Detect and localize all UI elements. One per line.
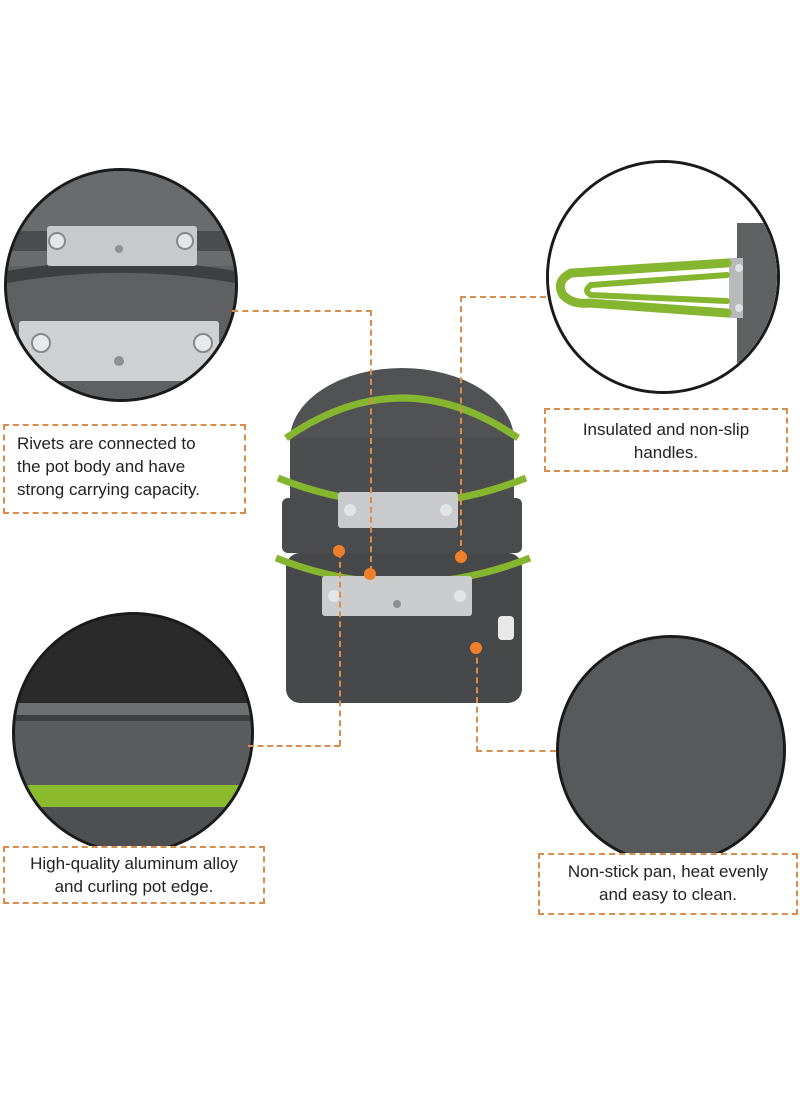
handle-closeup-image	[546, 160, 780, 394]
rivets-closeup-image	[4, 168, 238, 402]
leader-line-rivets-v	[370, 310, 372, 572]
marker-dot-pan	[470, 642, 482, 654]
camping-pot-set-image	[262, 368, 542, 718]
pan-surface-closeup-image	[556, 635, 786, 865]
callout-pan: Non-stick pan, heat evenly and easy to c…	[538, 853, 798, 915]
leader-line-handle-h	[460, 296, 546, 298]
callout-edge-line: High-quality aluminum alloy	[30, 854, 238, 873]
callout-pan-line: and easy to clean.	[599, 885, 737, 904]
callout-rivets-line: Rivets are connected to	[17, 434, 196, 453]
marker-dot-rivets	[364, 568, 376, 580]
callout-handle-line: Insulated and non-slip	[582, 420, 750, 439]
marker-dot-edge	[333, 545, 345, 557]
callout-handle-line: handles.	[633, 443, 699, 462]
pot-edge-closeup-image	[12, 612, 254, 854]
callout-rivets: Rivets are connected to the pot body and…	[3, 424, 246, 514]
marker-dot-handle	[455, 551, 467, 563]
callout-rivets-line: the pot body and have	[17, 457, 186, 476]
leader-line-pan-h	[476, 750, 556, 752]
callout-edge-line: and curling pot edge.	[54, 877, 214, 896]
callout-pan-line: Non-stick pan, heat evenly	[567, 862, 769, 881]
callout-rivets-line: strong carrying capacity.	[17, 480, 200, 499]
leader-line-edge-h	[248, 745, 340, 747]
leader-line-pan-v	[476, 648, 478, 752]
callout-edge: High-quality aluminum alloy and curling …	[3, 846, 265, 904]
leader-line-handle-v	[460, 296, 462, 556]
leader-line-rivets-h	[232, 310, 372, 312]
callout-handle: Insulated and non-slip handles.	[544, 408, 788, 472]
leader-line-edge-v	[339, 552, 341, 746]
